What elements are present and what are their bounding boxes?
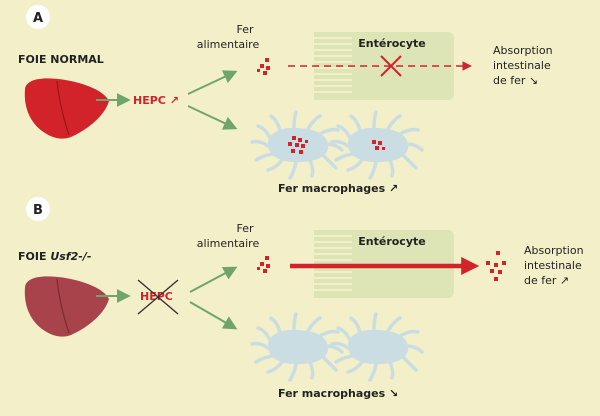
macrophage-a-label: Fer macrophages ↗ — [278, 182, 398, 195]
liver-b-label: FOIE Usf2-/- — [18, 250, 91, 263]
absorption-a-line1: Absorption — [493, 44, 553, 57]
panel-a: A FOIE NORMAL HEPC ↗ Fer alimentaire — [18, 5, 553, 195]
absorption-a-line3: de fer ↘ — [493, 74, 538, 87]
macrophage-b-label: Fer macrophages ↘ — [278, 387, 398, 400]
badge-b: B — [26, 197, 50, 221]
hepc-to-macrophage-arrow-b — [189, 301, 238, 330]
hepc-a-label: HEPC ↗ — [133, 94, 179, 107]
dietary-iron-b-line2: alimentaire — [197, 237, 260, 250]
enterocyte-a-label: Entérocyte — [358, 37, 425, 50]
macrophage-a-left-iron — [288, 136, 308, 154]
hepc-to-enterocyte-arrow-b — [189, 266, 238, 293]
liver-a-icon — [24, 78, 109, 139]
absorption-b-line1: Absorption — [524, 244, 584, 257]
hepc-to-enterocyte-arrow-a — [187, 70, 238, 95]
absorption-a-line2: intestinale — [493, 59, 551, 72]
iron-particles-a — [257, 58, 270, 75]
absorbed-iron-b — [486, 251, 506, 281]
macrophage-a-left — [250, 110, 344, 180]
absorption-b-line2: intestinale — [524, 259, 582, 272]
liver-a-label: FOIE NORMAL — [18, 53, 104, 66]
liver-b-icon — [24, 276, 109, 337]
enterocyte-b-label: Entérocyte — [358, 235, 425, 248]
badge-a-letter: A — [33, 11, 43, 26]
badge-a: A — [26, 5, 50, 29]
macrophage-a-right-iron — [372, 140, 385, 150]
iron-particles-b — [257, 256, 270, 273]
badge-b-letter: B — [33, 203, 43, 218]
enterocyte-a: Entérocyte — [314, 32, 454, 100]
macrophage-a-right — [330, 110, 424, 180]
panel-b: B FOIE Usf2-/- HEPC Fer alimentaire — [18, 197, 584, 400]
dietary-iron-b-line1: Fer — [236, 222, 253, 235]
dietary-iron-a-line1: Fer — [236, 23, 253, 36]
absorption-b-line3: de fer ↗ — [524, 274, 569, 287]
hepc-b-cross — [137, 279, 179, 315]
hepc-to-macrophage-arrow-a — [187, 105, 238, 130]
macrophage-b-right — [330, 312, 424, 382]
dietary-iron-a-line2: alimentaire — [197, 38, 260, 51]
block-cross-a — [380, 55, 402, 77]
macrophage-b-left — [250, 312, 344, 382]
